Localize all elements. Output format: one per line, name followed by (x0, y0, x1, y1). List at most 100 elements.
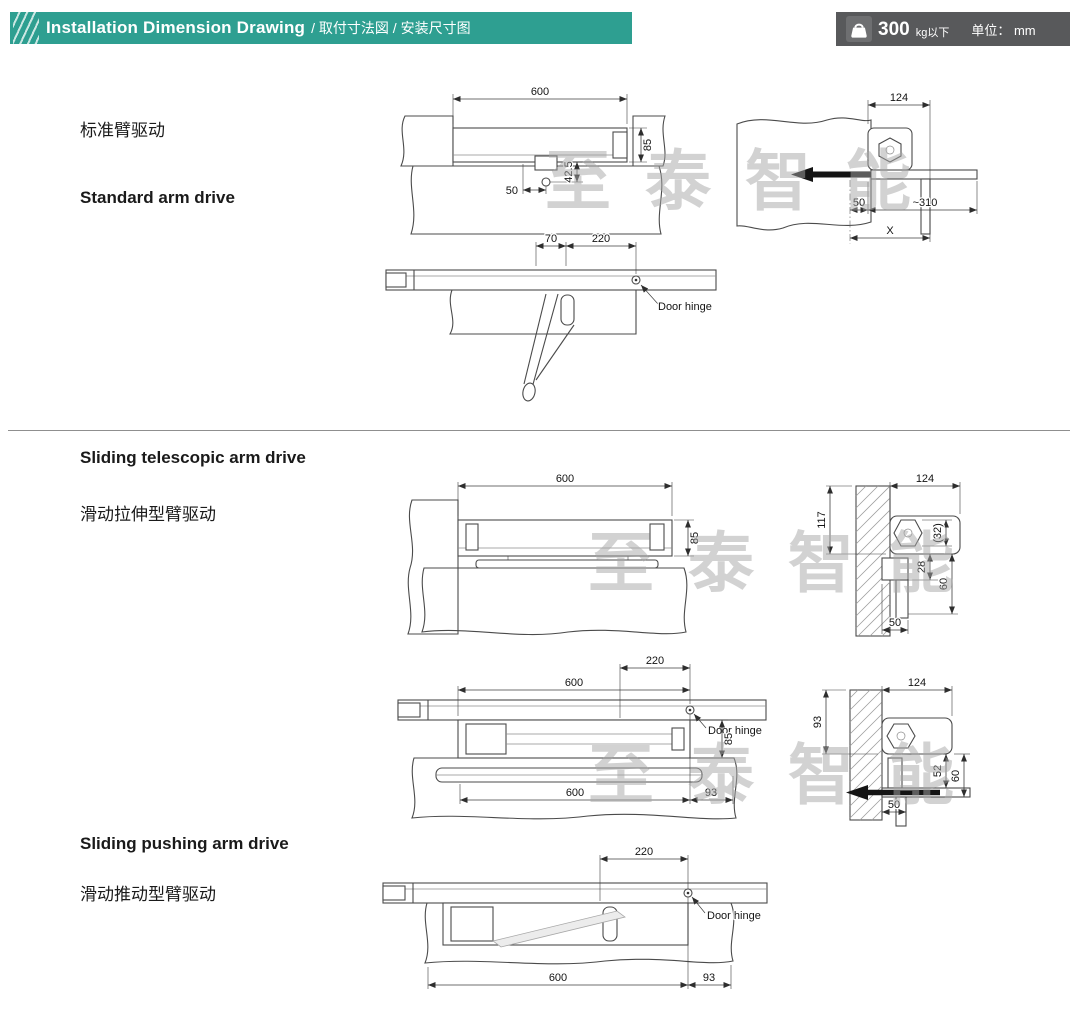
door-panel (421, 567, 688, 636)
dimensions: 220 600 Door hinge 85 600 93 (457, 654, 763, 804)
s2-front-view-drawing: 600 85 (388, 468, 708, 648)
arm-slot (560, 294, 575, 326)
max-weight-suffix: kg以下 (915, 26, 950, 39)
dim-220: 220 (635, 846, 653, 858)
frame-header-strip (382, 882, 768, 904)
door-leaf-section (895, 579, 909, 619)
s1-side-view-svg: 124 50 ~310 X (736, 91, 978, 244)
dim-600: 600 (556, 473, 574, 485)
direction-arrow (791, 167, 871, 182)
wall-section (736, 117, 872, 231)
dim-32: (32) (932, 523, 944, 543)
door-hinge-pivot (631, 275, 641, 285)
dim-85: 85 (689, 532, 701, 544)
title-bar: Installation Dimension Drawing / 取付寸法図 /… (10, 12, 632, 44)
dimensions: 600 85 (457, 472, 702, 557)
hex-nut (878, 137, 902, 163)
frame-header-strip (397, 699, 767, 721)
s2-front-view-svg: 600 85 (407, 472, 702, 636)
operator-profile (889, 515, 961, 555)
s2-side-view-2-drawing: 124 93 52 60 50 (800, 676, 1000, 831)
s1-label-cn: 标准臂驱动 (80, 121, 165, 140)
s2-plan-view-drawing: 220 600 Door hinge 85 600 93 (388, 648, 773, 833)
door-hinge-pivot (685, 705, 695, 715)
dim-85: 85 (642, 139, 654, 151)
dim-600-top: 600 (565, 677, 583, 689)
dim-124: 124 (890, 92, 908, 104)
s1-side-view-drawing: 124 50 ~310 X (725, 82, 1005, 252)
hex-nut (886, 723, 916, 749)
s2-label-en: Sliding telescopic arm drive (80, 448, 306, 467)
max-weight-value: 300 (878, 18, 910, 40)
dim-52: 52 (932, 765, 944, 777)
s1-plan-view-svg: 70 220 Door hinge (385, 232, 717, 402)
dim-28: 28 (916, 561, 928, 573)
hex-nut (893, 519, 923, 547)
s1-label-en: Standard arm drive (80, 188, 235, 207)
door-header-bar (870, 169, 978, 180)
dimensions: 124 93 52 60 50 (811, 676, 970, 816)
s3-plan-view-drawing: 220 Door hinge 600 93 (375, 843, 775, 1018)
s1-front-view-drawing: 600 85 50 42.5 (375, 82, 675, 242)
frame-header-strip (385, 269, 717, 291)
operator-profile (881, 717, 953, 755)
dim-600: 600 (549, 972, 567, 984)
dimensions: 124 117 (32) 28 60 50 (815, 472, 961, 634)
telescopic-slide-track (475, 556, 659, 569)
dim-60: 60 (950, 770, 962, 782)
dim-70: 70 (545, 233, 557, 245)
dim-124: 124 (916, 473, 934, 485)
slide-bracket (887, 757, 903, 789)
door-hinge-label: Door hinge (658, 301, 712, 313)
weight-icon (846, 16, 872, 42)
door-hinge-pivot (683, 888, 693, 898)
s2-plan-view-svg: 220 600 Door hinge 85 600 93 (397, 654, 767, 820)
slide-bracket (881, 557, 909, 581)
dimensions: 600 85 50 42.5 (452, 85, 655, 198)
door-leaf-plan (424, 902, 735, 965)
s3-label-cn: 滑动推动型臂驱动 (80, 885, 216, 904)
dim-x: X (886, 225, 894, 237)
dim-600: 600 (531, 86, 549, 98)
dim-124: 124 (908, 677, 926, 689)
door-leaf-plan (449, 289, 637, 335)
dim-50: 50 (853, 197, 865, 209)
dimensions: 220 Door hinge 600 93 (427, 845, 762, 989)
dim-93: 93 (812, 716, 824, 728)
dim-220: 220 (592, 233, 610, 245)
door-hinge-label: Door hinge (707, 910, 761, 922)
dim-310: ~310 (913, 197, 938, 209)
dim-93: 93 (705, 787, 717, 799)
operator-unit (452, 127, 628, 187)
weight-unit-box: 300 kg以下 单位： mm (836, 12, 1070, 46)
dim-50: 50 (889, 617, 901, 629)
dim-60: 60 (938, 578, 950, 590)
dimensions: 124 50 ~310 X (849, 91, 978, 242)
s1-front-view-svg: 600 85 50 42.5 (400, 85, 666, 235)
wall-section (407, 499, 459, 635)
s2-side-view-svg: 124 117 (32) 28 60 50 (815, 472, 961, 637)
s2-label-cn: 滑动拉伸型臂驱动 (80, 505, 216, 524)
dim-220: 220 (646, 655, 664, 667)
dim-50: 50 (888, 799, 900, 811)
operator-assembly (442, 902, 689, 948)
pushing-arm-sweep (492, 910, 626, 948)
wall-and-door-panel (400, 115, 666, 235)
operator-unit (457, 519, 673, 557)
s1-plan-view-drawing: 70 220 Door hinge (378, 232, 723, 417)
slide-rail (435, 767, 703, 783)
dim-50: 50 (506, 185, 518, 197)
operator-assembly (457, 719, 691, 759)
page-title: Installation Dimension Drawing (46, 18, 306, 37)
door-leaf-plan (411, 757, 738, 820)
s2-side-view-2-svg: 124 93 52 60 50 (811, 676, 971, 827)
s3-plan-view-svg: 220 Door hinge 600 93 (382, 845, 768, 989)
folding-arm (522, 293, 575, 402)
dim-85: 85 (723, 733, 735, 745)
hatched-wall (849, 689, 883, 821)
s2-side-view-drawing: 124 117 (32) 28 60 50 (800, 468, 1000, 648)
s3-label-en: Sliding pushing arm drive (80, 834, 289, 853)
dim-117: 117 (816, 511, 828, 529)
title-bar-stripes-decoration (13, 12, 39, 44)
